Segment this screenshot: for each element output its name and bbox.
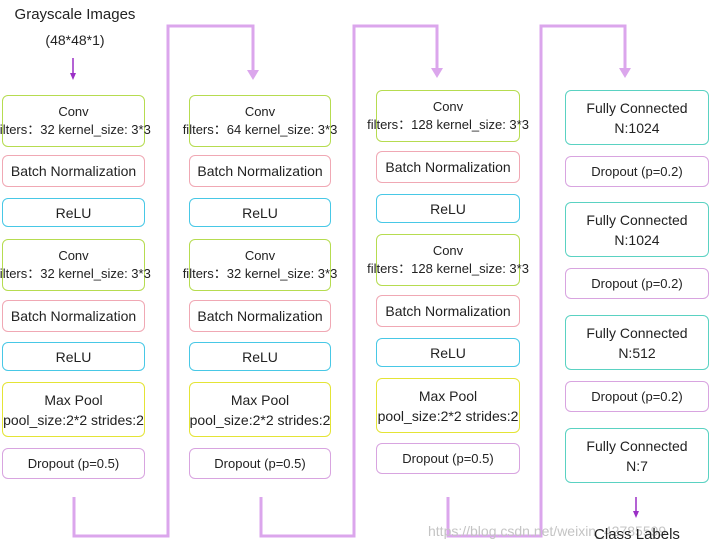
col4-fc-4: Fully Connected N:7 bbox=[565, 428, 709, 483]
col4-dropout-2: Dropout (p=0.2) bbox=[565, 268, 709, 299]
col4-fc-2: Fully Connected N:1024 bbox=[565, 202, 709, 257]
col1-batchnorm-2: Batch Normalization bbox=[2, 300, 145, 332]
col3-conv-1: Conv filters：128 kernel_size: 3*3 bbox=[367, 90, 529, 142]
col2-conv-1: Conv filters：64 kernel_size: 3*3 bbox=[183, 95, 337, 147]
arrowhead-col3 bbox=[431, 68, 443, 78]
col4-fc-2-units: N:1024 bbox=[614, 231, 660, 248]
connector-col1-to-col2 bbox=[72, 24, 255, 538]
connector-col3-to-col4 bbox=[446, 24, 627, 538]
col3-maxpool: Max Pool pool_size:2*2 strides:2 bbox=[376, 378, 520, 433]
col2-relu-1: ReLU bbox=[189, 198, 331, 227]
input-shape: (48*48*1) bbox=[45, 32, 105, 48]
col4-fc-4-title: Fully Connected bbox=[586, 437, 688, 454]
col2-maxpool: Max Pool pool_size:2*2 strides:2 bbox=[189, 382, 331, 437]
arrowhead-col2 bbox=[247, 70, 259, 80]
col2-batchnorm-1: Batch Normalization bbox=[189, 155, 331, 187]
watermark: https://blog.csdn.net/weixin_42785599 bbox=[428, 523, 667, 539]
col1-dropout: Dropout (p=0.5) bbox=[2, 448, 145, 479]
col3-conv-2: Conv filters：128 kernel_size: 3*3 bbox=[367, 234, 529, 286]
col1-conv-2-params: filters：32 kernel_size: 3*3 bbox=[0, 266, 151, 281]
col4-dropout-1: Dropout (p=0.2) bbox=[565, 156, 709, 187]
col3-conv-2-params: filters：128 kernel_size: 3*3 bbox=[367, 261, 529, 276]
col1-conv-2: Conv filters：32 kernel_size: 3*3 bbox=[0, 239, 151, 291]
input-title: Grayscale Images bbox=[14, 6, 136, 23]
col3-batchnorm-1: Batch Normalization bbox=[376, 151, 520, 183]
col3-conv-1-title: Conv bbox=[432, 99, 464, 114]
col1-conv-1-params: filters：32 kernel_size: 3*3 bbox=[0, 122, 151, 137]
col3-batchnorm-2: Batch Normalization bbox=[376, 295, 520, 327]
col3-relu-1: ReLU bbox=[376, 194, 520, 223]
col4-fc-1-title: Fully Connected bbox=[586, 99, 688, 116]
col1-relu-1: ReLU bbox=[2, 198, 145, 227]
col1-maxpool-params: pool_size:2*2 strides:2 bbox=[3, 411, 144, 428]
col3-relu-2: ReLU bbox=[376, 338, 520, 367]
input-arrowhead bbox=[70, 73, 76, 80]
col3-maxpool-title: Max Pool bbox=[418, 387, 478, 404]
col4-fc-3: Fully Connected N:512 bbox=[565, 315, 709, 370]
col3-conv-2-title: Conv bbox=[432, 243, 464, 258]
col2-maxpool-params: pool_size:2*2 strides:2 bbox=[189, 411, 331, 428]
col1-batchnorm-1: Batch Normalization bbox=[2, 155, 145, 187]
col3-maxpool-params: pool_size:2*2 strides:2 bbox=[377, 407, 519, 424]
col3-dropout: Dropout (p=0.5) bbox=[376, 443, 520, 474]
output-arrowhead bbox=[633, 511, 639, 518]
col2-maxpool-title: Max Pool bbox=[230, 391, 290, 408]
col2-conv-2: Conv filters：32 kernel_size: 3*3 bbox=[183, 239, 337, 291]
col1-conv-1: Conv filters：32 kernel_size: 3*3 bbox=[0, 95, 151, 147]
col1-maxpool-title: Max Pool bbox=[44, 391, 103, 408]
col4-fc-3-title: Fully Connected bbox=[586, 324, 688, 341]
output-label: Class Labels bbox=[594, 526, 680, 543]
col4-fc-3-units: N:512 bbox=[618, 344, 656, 361]
col1-conv-2-title: Conv bbox=[58, 248, 89, 263]
col2-dropout: Dropout (p=0.5) bbox=[189, 448, 331, 479]
col2-conv-2-title: Conv bbox=[244, 248, 276, 263]
col3-conv-1-params: filters：128 kernel_size: 3*3 bbox=[367, 117, 529, 132]
col1-conv-1-title: Conv bbox=[58, 104, 89, 119]
col2-conv-1-params: filters：64 kernel_size: 3*3 bbox=[182, 122, 338, 137]
col2-batchnorm-2: Batch Normalization bbox=[189, 300, 331, 332]
col4-fc-1-units: N:1024 bbox=[614, 119, 660, 136]
col2-conv-1-title: Conv bbox=[244, 104, 276, 119]
col4-fc-2-title: Fully Connected bbox=[586, 211, 688, 228]
col2-conv-2-params: filters：32 kernel_size: 3*3 bbox=[182, 266, 338, 281]
col1-maxpool: Max Pool pool_size:2*2 strides:2 bbox=[2, 382, 145, 437]
col2-relu-2: ReLU bbox=[189, 342, 331, 371]
col4-fc-4-units: N:7 bbox=[626, 457, 648, 474]
arrowhead-col4 bbox=[619, 68, 631, 78]
connector-col2-to-col3 bbox=[259, 24, 439, 538]
col1-relu-2: ReLU bbox=[2, 342, 145, 371]
col4-fc-1: Fully Connected N:1024 bbox=[565, 90, 709, 145]
col4-dropout-3: Dropout (p=0.2) bbox=[565, 381, 709, 412]
